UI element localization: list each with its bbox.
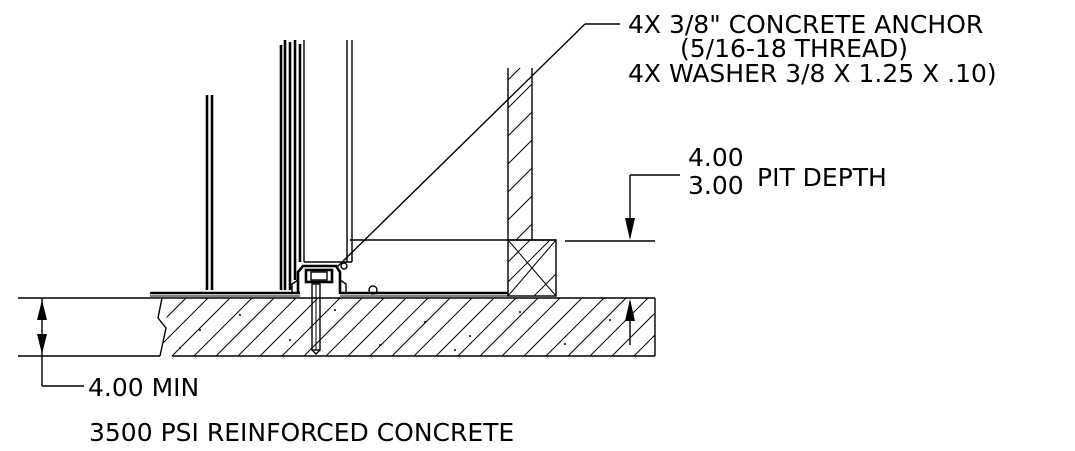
concrete-slab <box>18 297 656 357</box>
anchor-leader <box>335 23 620 269</box>
anchor-callout-line2: (5/16-18 THREAD) <box>680 34 908 63</box>
pit-depth-upper: 4.00 <box>688 143 744 172</box>
pit-floor-lines <box>150 291 508 297</box>
pit-depth-dimension <box>565 174 680 345</box>
slab-thickness-dimension <box>37 298 84 387</box>
slab-callout-line2: 3500 PSI REINFORCED CONCRETE <box>89 418 514 447</box>
slab-arrow-up <box>37 300 47 320</box>
pit-wall <box>350 68 557 297</box>
door-panels <box>205 40 353 290</box>
pit-depth-arrow-up <box>625 299 635 321</box>
pit-depth-label: PIT DEPTH <box>757 163 887 192</box>
anchor-callout-line1: 4X 3/8" CONCRETE ANCHOR <box>628 10 983 39</box>
pit-depth-lower: 3.00 <box>688 171 744 200</box>
sill-track <box>291 262 378 295</box>
slab-callout-line1: 4.00 MIN <box>88 373 199 402</box>
anchor-callout-line3: 4X WASHER 3/8 X 1.25 X .10) <box>628 59 997 88</box>
concrete-stipple <box>179 309 611 351</box>
pit-depth-arrow-down <box>625 218 635 240</box>
concrete-anchor <box>311 283 321 355</box>
slab-arrow-down <box>37 334 47 354</box>
